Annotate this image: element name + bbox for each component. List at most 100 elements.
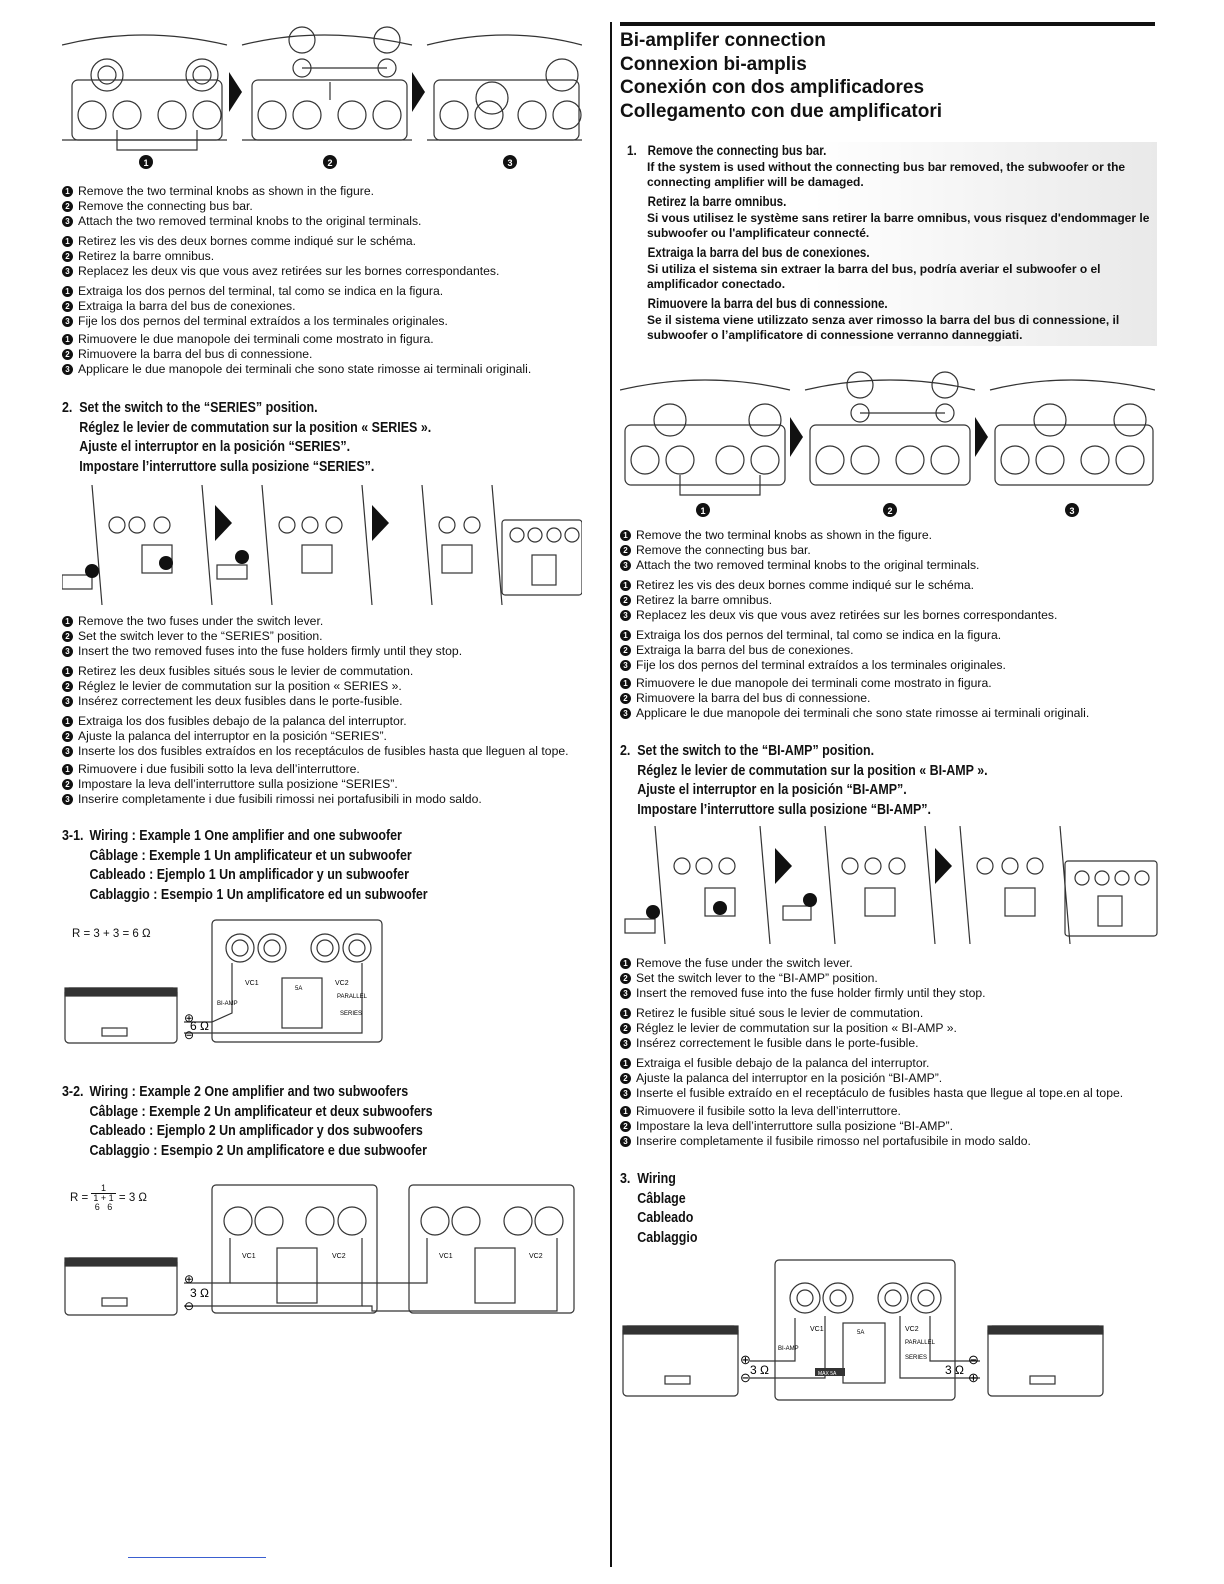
arrow-right-icon bbox=[975, 417, 988, 457]
step-text: Extraiga la barra del bus de conexiones. bbox=[78, 299, 296, 313]
step2-heading: 2.Set the switch to the “SERIES” positio… bbox=[62, 399, 526, 477]
step-text: Extraiga los dos fusibles debajo de la p… bbox=[78, 714, 407, 728]
amp-side-panel-2 bbox=[782, 826, 936, 945]
amplifier-icon bbox=[622, 1325, 739, 1397]
vc2-label: VC2 bbox=[332, 1253, 346, 1260]
step-text: Retirez la barre omnibus. bbox=[636, 593, 773, 607]
series-label: SERIES bbox=[905, 1355, 927, 1361]
ohm-label: 3 Ω bbox=[945, 1363, 964, 1377]
heading-line: Câblage : Exemple 2 Un amplificateur et … bbox=[89, 1103, 433, 1120]
resistance-formula-1: R = 3 + 3 = 6 Ω bbox=[72, 928, 151, 940]
heading-line: Cableado : Ejemplo 2 Un amplificador y d… bbox=[89, 1123, 423, 1139]
minus-icon: ⊖ bbox=[740, 1370, 751, 1385]
terminal-panel-2 bbox=[804, 371, 976, 486]
step-text: Impostare la leva dell’interruttore sull… bbox=[636, 1119, 954, 1133]
amp-side-panel-3 bbox=[959, 826, 1158, 945]
heading-line: Set the switch to the “SERIES” position. bbox=[79, 400, 318, 416]
wiring-step3-heading: 3.Wiring Câblage Cableado Cablaggio bbox=[620, 1170, 1089, 1248]
figure-step-label: 2 bbox=[327, 158, 332, 168]
arrow-right-icon bbox=[215, 505, 232, 541]
ohm-label: 3 Ω bbox=[750, 1363, 769, 1377]
formula-lhs: R = bbox=[70, 1192, 89, 1205]
step-text: Set the switch lever to the “SERIES” pos… bbox=[78, 629, 323, 643]
figure-step-label: 3 bbox=[507, 158, 512, 168]
step-text: Rimuovere la barra del bus di connession… bbox=[78, 347, 313, 361]
step-number: 1. bbox=[627, 143, 637, 158]
vc2-label: VC2 bbox=[905, 1326, 919, 1333]
plus-icon: ⊕ bbox=[740, 1352, 751, 1367]
warning-heading: Retirez la barre omnibus. bbox=[647, 194, 787, 209]
heading-line: Wiring : Example 2 One amplifier and two… bbox=[89, 1084, 409, 1100]
minus-icon: ⊖ bbox=[968, 1352, 979, 1367]
plus-icon: ⊕ bbox=[184, 1272, 194, 1286]
heading-line: Câblage : Exemple 1 Un amplificateur et … bbox=[89, 847, 412, 864]
amp-side-panel-1 bbox=[624, 826, 771, 945]
ohm-label: 6 Ω bbox=[190, 1019, 209, 1033]
step-text: Applicare le due manopole dei terminali … bbox=[636, 706, 1090, 720]
amplifier-icon bbox=[987, 1325, 1104, 1397]
heading-line: Ajuste el interruptor en la posición “SE… bbox=[79, 439, 351, 455]
heading-line: Ajuste el interruptor en la posición “BI… bbox=[637, 782, 907, 798]
step-text: Inserte los dos fusibles extraídos en lo… bbox=[78, 744, 569, 758]
heading-line: Impostare l’interruttore sulla posizione… bbox=[79, 458, 375, 475]
heading-line: Cableado bbox=[637, 1210, 694, 1226]
biamp-switch-figure bbox=[624, 826, 1158, 945]
formula-rhs: = 3 Ω bbox=[118, 1192, 148, 1205]
terminal-panel-1 bbox=[62, 34, 228, 151]
arrow-right-icon bbox=[775, 848, 792, 884]
wiring-example1-diagram: ⊕ ⊖ 6 Ω VC1 VC2 PARALLEL SERIES 5A BI-AM… bbox=[64, 919, 383, 1044]
section-title: Conexión con dos amplificadores bbox=[620, 77, 925, 98]
terminal-panel-3 bbox=[989, 379, 1155, 486]
vc1-label: VC1 bbox=[242, 1253, 256, 1260]
biamp-step2-heading: 2.Set the switch to the “BI-AMP” positio… bbox=[620, 742, 1089, 820]
biamp-label: BI-AMP bbox=[217, 1001, 238, 1007]
step-text: Réglez le levier de commutation sur la p… bbox=[636, 1021, 957, 1035]
terminal-panel-3 bbox=[426, 34, 582, 141]
step-text: Attach the two removed terminal knobs to… bbox=[636, 558, 980, 572]
step-text: Set the switch lever to the “BI-AMP” pos… bbox=[636, 971, 878, 985]
step-text: Rimuovere il fusibile sotto la leva dell… bbox=[636, 1104, 901, 1118]
footer-link-underline bbox=[128, 1557, 266, 1558]
step-text: Extraiga los dos pernos del terminal, ta… bbox=[636, 628, 1002, 642]
vc2-label: VC2 bbox=[529, 1253, 543, 1260]
wiring-example2-diagram: ⊕ ⊖ 3 Ω VC1 VC2 VC1 VC2 bbox=[64, 1184, 575, 1316]
warning-text: If the system is used without the connec… bbox=[647, 160, 1126, 189]
heading-line: Cablaggio : Esempio 1 Un amplificatore e… bbox=[89, 886, 428, 903]
fuse-holder bbox=[842, 1322, 886, 1384]
subwoofer-terminal-panel bbox=[408, 1184, 575, 1314]
step-text: Rimuovere le due manopole dei terminali … bbox=[636, 676, 992, 690]
step-text: Retirez les deux fusibles situés sous le… bbox=[78, 664, 414, 678]
step-text: Insert the removed fuse into the fuse ho… bbox=[636, 986, 986, 1000]
section-title: Connexion bi-amplis bbox=[620, 53, 807, 75]
warning-text: Si utiliza el sistema sin extraer la bar… bbox=[647, 262, 1101, 291]
step-text: Retirez la barre omnibus. bbox=[78, 249, 215, 263]
ohm-label: 3 Ω bbox=[190, 1286, 209, 1300]
step-text: Impostare la leva dell’interruttore sull… bbox=[78, 777, 398, 791]
step-text: Insérez correctement les deux fusibles d… bbox=[78, 694, 403, 708]
arrow-right-icon bbox=[372, 505, 389, 541]
terminal-panel-1 bbox=[620, 379, 791, 496]
amp-side-panel-2 bbox=[216, 485, 373, 606]
step-text: Inserte el fusible extraído en el recept… bbox=[636, 1086, 1124, 1100]
step-text: Replacez les deux vis que vous avez reti… bbox=[78, 264, 500, 278]
arrow-right-icon bbox=[412, 72, 425, 112]
step-text: Remove the connecting bus bar. bbox=[78, 199, 253, 213]
step-number: 3-1. bbox=[62, 828, 84, 844]
step-text: Retirez les vis des deux bornes comme in… bbox=[78, 234, 417, 248]
warning-block: 1.Remove the connecting bus bar. If the … bbox=[627, 142, 1157, 346]
heading-line: Set the switch to the “BI-AMP” position. bbox=[637, 743, 875, 759]
terminal-panel-2 bbox=[241, 26, 413, 141]
heading-line: Câblage bbox=[637, 1190, 686, 1207]
fuse-holder bbox=[281, 977, 323, 1029]
step-text: Ajuste la palanca del interruptor en la … bbox=[78, 729, 387, 743]
wiring-example2-heading: 3-2.Wiring : Example 2 One amplifier and… bbox=[62, 1083, 526, 1161]
step-text: Remove the fuse under the switch lever. bbox=[636, 956, 853, 970]
heading-line: Wiring bbox=[637, 1171, 676, 1187]
step-text: Applicare le due manopole dei terminali … bbox=[78, 362, 532, 376]
step-text: Rimuovere la barra del bus di connession… bbox=[636, 691, 871, 705]
section-title: Bi-amplifer connection bbox=[620, 30, 826, 51]
vc1-label: VC1 bbox=[439, 1253, 453, 1260]
busbar-removal-figure-right: 1 2 3 bbox=[620, 371, 1155, 517]
